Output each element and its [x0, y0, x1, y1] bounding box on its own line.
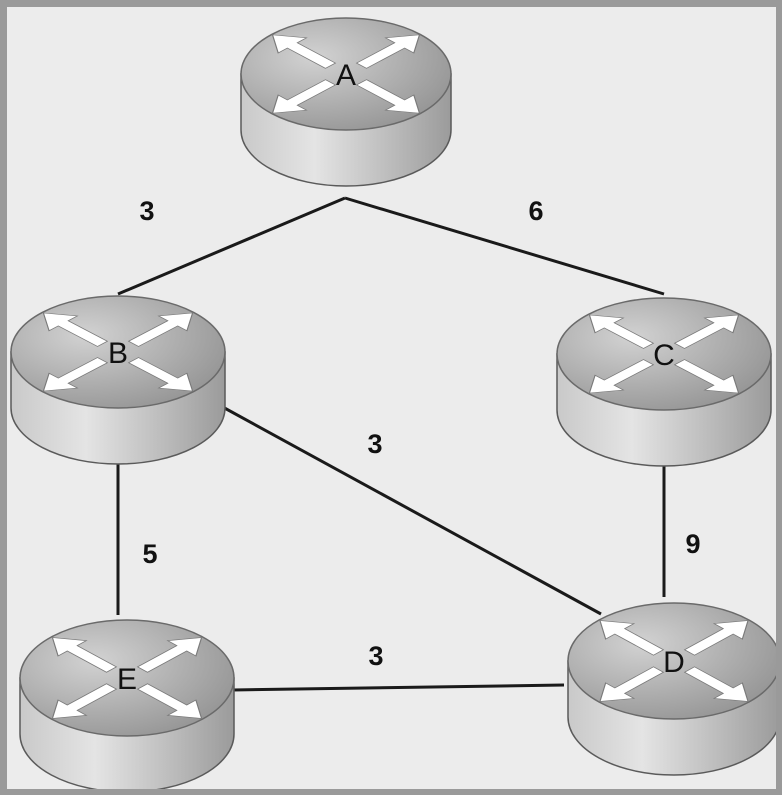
arrow-icon — [673, 314, 740, 349]
arrow-icon — [673, 359, 740, 394]
arrow-icon — [271, 79, 337, 114]
router-icon — [599, 620, 749, 702]
edge-label-a-c: 6 — [528, 196, 543, 226]
router-icon — [588, 314, 740, 394]
edge-label-a-b: 3 — [139, 196, 154, 226]
router-e: E — [19, 619, 235, 789]
router-label: A — [336, 59, 356, 92]
router-a: A — [240, 17, 452, 187]
edge-a-c — [344, 196, 665, 296]
edge-labels: 3 6 3 5 9 3 — [139, 196, 700, 671]
arrow-icon — [599, 666, 665, 702]
router-b: B — [10, 295, 226, 465]
edge-label-b-e: 5 — [142, 539, 157, 569]
arrow-icon — [127, 357, 194, 392]
router-label: B — [108, 337, 128, 370]
router-label: D — [663, 646, 685, 679]
arrow-icon — [136, 683, 203, 719]
router-icon — [271, 34, 421, 114]
arrow-icon — [271, 34, 337, 69]
arrow-icon — [136, 637, 203, 673]
edges — [116, 196, 666, 692]
arrow-icon — [588, 359, 655, 394]
arrow-icon — [588, 314, 655, 349]
arrow-icon — [42, 357, 109, 392]
arrow-icon — [127, 312, 194, 347]
arrow-icon — [42, 312, 109, 347]
router-c: C — [556, 297, 772, 467]
network-diagram: 3 6 3 5 9 3 A B C E D — [7, 7, 776, 789]
edge-b-d — [218, 403, 602, 616]
arrow-icon — [599, 620, 665, 656]
router-label: C — [653, 339, 675, 372]
edge-label-e-d: 3 — [368, 641, 383, 671]
arrow-icon — [683, 620, 749, 656]
arrow-icon — [355, 79, 421, 114]
arrow-icon — [51, 637, 118, 673]
router-icon — [42, 312, 194, 392]
edge-label-b-d: 3 — [367, 429, 382, 459]
edge-e-d — [232, 683, 565, 692]
router-label: E — [117, 663, 137, 696]
edge-a-b — [117, 196, 346, 296]
edge-label-c-d: 9 — [685, 529, 700, 559]
arrow-icon — [51, 683, 118, 719]
router-d: D — [567, 602, 776, 776]
diagram-svg: 3 6 3 5 9 3 A B C E D — [10, 17, 776, 789]
arrow-icon — [683, 666, 749, 702]
arrow-icon — [355, 34, 421, 69]
router-icon — [51, 637, 203, 719]
